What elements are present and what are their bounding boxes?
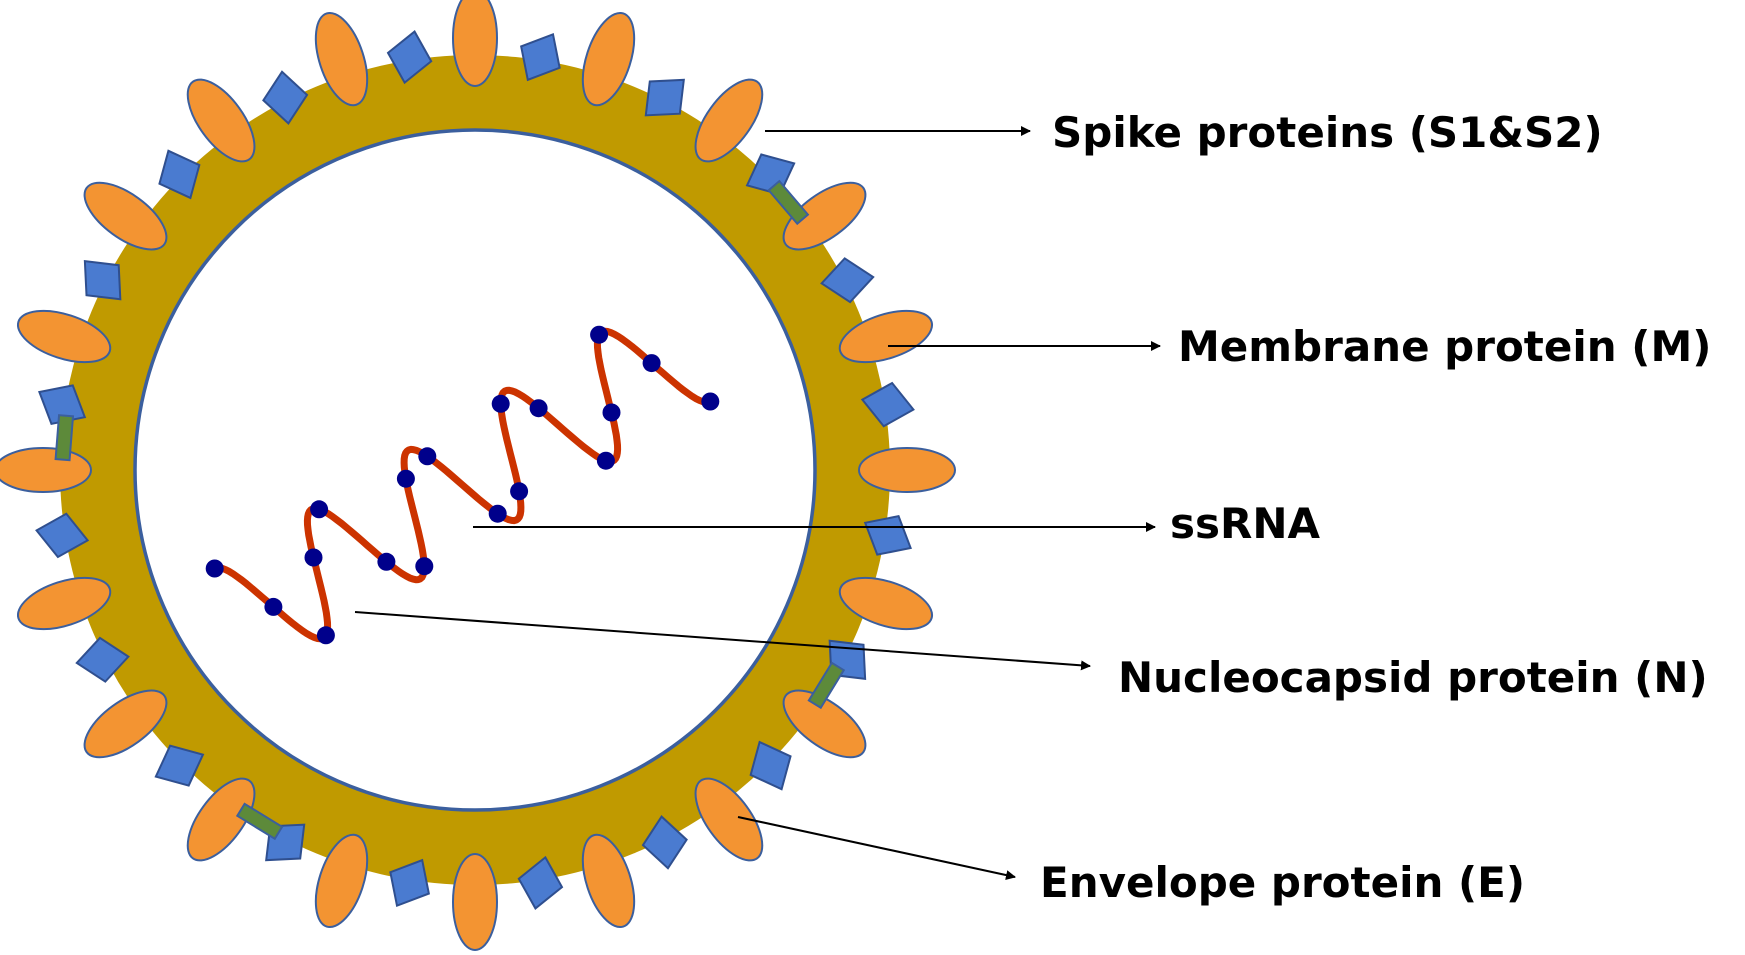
spike-protein-icon: [314, 11, 369, 107]
ssrna-label: ssRNA: [1170, 499, 1320, 548]
spike-protein-icon: [694, 78, 764, 163]
membrane-protein-icon: [517, 855, 564, 910]
membrane-protein-icon: [389, 858, 430, 907]
nucleocapsid-dot-icon: [590, 325, 609, 344]
spike-protein-icon: [838, 309, 934, 364]
nucleocapsid-protein-label: Nucleocapsid protein (N): [1118, 653, 1708, 702]
nucleocapsid-dot-icon: [488, 504, 507, 523]
spike-protein-icon: [452, 853, 498, 951]
spike-protein-icon: [314, 833, 369, 929]
spike-protein-icon: [858, 447, 956, 493]
envelope-protein-label: Envelope protein (E): [1040, 858, 1525, 907]
membrane-protein-icon: [83, 260, 122, 301]
membrane-protein-icon: [386, 30, 433, 85]
spike-protein-icon: [452, 0, 498, 87]
membrane-protein-icon: [644, 78, 685, 117]
nucleocapsid-dot-icon: [304, 548, 323, 567]
membrane-protein-icon: [860, 381, 915, 428]
spike-protein-icon: [186, 78, 256, 163]
nucleocapsid-dot-icon: [415, 557, 434, 576]
membrane-protein-icon: [262, 70, 309, 125]
nucleocapsid-dot-icon: [264, 597, 283, 616]
nucleocapsid-arrow: [354, 611, 1091, 671]
nucleocapsid-dot-icon: [205, 559, 224, 578]
envelope-protein-icon: [807, 661, 846, 710]
nucleocapsid-dot-icon: [642, 354, 661, 373]
nucleocapsid-proteins: [205, 325, 720, 645]
spike-protein-icon: [581, 11, 636, 107]
nucleocapsid-dot-icon: [602, 403, 621, 422]
nucleocapsid-dot-icon: [396, 469, 415, 488]
envelope-protein-icon: [54, 414, 75, 462]
membrane-protein-icon: [75, 636, 130, 683]
surface-proteins: [0, 0, 956, 951]
nucleocapsid-dot-icon: [491, 394, 510, 413]
virion-interior: [133, 128, 817, 812]
membrane-protein-icon: [820, 257, 875, 304]
envelope-protein-icon: [235, 802, 284, 841]
nucleocapsid-dot-icon: [701, 392, 720, 411]
nucleocapsid-dot-icon: [529, 399, 548, 418]
membrane-protein-icon: [863, 515, 912, 556]
nucleocapsid-dot-icon: [310, 500, 329, 519]
spike-protein-icon: [83, 689, 168, 759]
membrane-protein-icon: [158, 149, 201, 200]
spike-protein-icon: [186, 777, 256, 862]
spike-proteins-label: Spike proteins (S1&S2): [1052, 108, 1603, 157]
nucleocapsid-dot-icon: [377, 552, 396, 571]
spike-protein-icon: [694, 777, 764, 862]
membrane-protein-icon: [641, 815, 688, 870]
spike-protein-icon: [581, 833, 636, 929]
ssrna-strand: [211, 327, 714, 643]
spike-protein-icon: [83, 181, 168, 251]
nucleocapsid-dot-icon: [418, 447, 437, 466]
membrane-protein-icon: [520, 33, 561, 82]
spike-protein-icon: [782, 689, 867, 759]
envelope-arrow: [737, 816, 1016, 880]
spike-protein-icon: [838, 576, 934, 631]
spike-protein-icon: [0, 447, 92, 493]
nucleocapsid-dot-icon: [510, 482, 529, 501]
envelope-protein-icon: [767, 179, 810, 226]
membrane-protein-icon: [35, 512, 90, 559]
spike-protein-icon: [16, 309, 112, 364]
spike-protein-icon: [16, 576, 112, 631]
membrane-protein-icon: [154, 744, 205, 787]
membrane-protein-label: Membrane protein (M): [1178, 322, 1711, 371]
nucleocapsid-dot-icon: [316, 626, 335, 645]
nucleocapsid-dot-icon: [596, 451, 615, 470]
membrane-protein-icon: [749, 740, 792, 791]
